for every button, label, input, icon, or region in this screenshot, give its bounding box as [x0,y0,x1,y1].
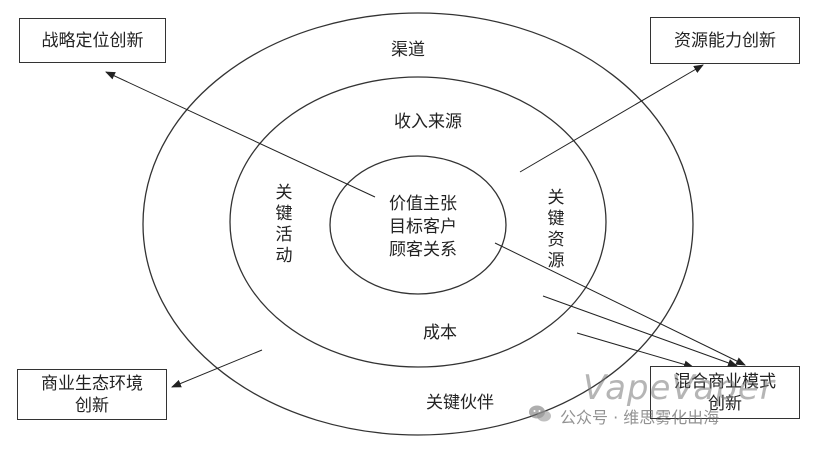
key-activities-label: 关键活动 [275,183,293,266]
arrow-hybrid-2 [542,295,738,367]
revenue-streams-label: 收入来源 [394,112,462,132]
watermark-logo: VapeVaper [583,368,775,408]
strategy-positioning-label: 战略定位创新 [41,30,144,51]
middle-ellipse [229,76,607,368]
target-customer-label: 目标客户 [389,217,457,237]
arrow-resource [519,64,704,173]
resource-capability-box: 资源能力创新 [650,17,800,64]
arrow-hybrid-1 [494,242,746,366]
arrow-strategy [105,71,376,198]
key-partners-label: 关键伙伴 [426,393,494,413]
hybrid-business-model-box: 混合商业模式 创新 [650,366,800,419]
business-ecosystem-label: 商业生态环境 创新 [41,373,143,416]
value-proposition-label: 价值主张 [389,194,457,214]
arrow-ecosystem [171,349,263,388]
outer-ellipse [142,12,694,436]
cost-label: 成本 [423,323,457,343]
resource-capability-label: 资源能力创新 [674,30,776,51]
customer-relationship-label: 顾客关系 [389,240,457,260]
inner-ellipse [329,155,507,295]
channels-label: 渠道 [391,40,425,60]
strategy-positioning-box: 战略定位创新 [19,18,166,63]
arrow-hybrid-3 [576,332,694,369]
hybrid-business-model-label: 混合商业模式 创新 [674,371,776,414]
wechat-icon [529,405,551,422]
business-ecosystem-box: 商业生态环境 创新 [17,369,167,420]
key-resources-label: 关键资源 [547,188,565,271]
watermark-text: 公众号 · 维思雾化出海 [560,408,720,427]
